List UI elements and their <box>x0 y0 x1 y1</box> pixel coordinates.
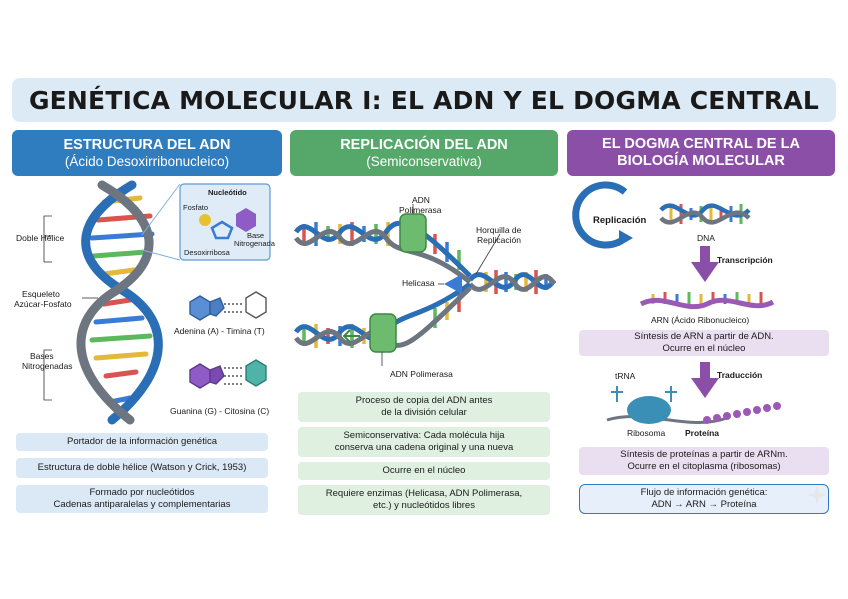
info-box-genetic-carrier: Portador de la información genética <box>16 433 268 451</box>
label-dna: DNA <box>697 233 715 243</box>
info-box-line-2: ADN → ARN → Proteína <box>651 499 757 510</box>
label-adn-polimerasa-bottom: ADN Polimerasa <box>390 369 453 379</box>
info-box-line-1: Proceso de copia del ADN antes <box>355 395 493 407</box>
label-doble-helice: Doble Hélice <box>16 233 65 243</box>
phosphate-icon <box>199 214 211 226</box>
info-box-line-1: Síntesis de ARN a partir de ADN. <box>634 331 774 343</box>
info-box-information-flow: Flujo de información genética: ADN → ARN… <box>579 484 829 514</box>
label-ribosoma: Ribosoma <box>627 428 666 438</box>
label-horquilla-line-1: Horquilla de <box>476 225 522 235</box>
base-icon <box>236 208 256 232</box>
info-box-line-1: Ocurre en el núcleo <box>382 465 466 477</box>
label-replicacion: Replicación <box>593 215 647 226</box>
parent-dna-strand <box>468 270 557 294</box>
ribosome-icon <box>627 396 671 424</box>
info-box-line-1: Estructura de doble hélice (Watson y Cri… <box>37 462 247 474</box>
backbone-strand-gray <box>76 180 154 425</box>
replication-loop-arrow-icon <box>572 181 628 249</box>
label-esqueleto-line-2: Azúcar-Fosfato <box>14 299 72 309</box>
adenine-thymine-molecule <box>189 291 267 321</box>
label-arn: ARN (Ácido Ribonucleico) <box>651 315 750 325</box>
info-box-nucleotides: Formado por nucleótidos Cadenas antipara… <box>16 485 268 513</box>
label-bases-line-2: Nitrogenadas <box>22 361 73 371</box>
column-header-dna-structure: ESTRUCTURA DEL ADN (Ácido Desoxirribonuc… <box>12 130 282 176</box>
header-line-2: (Ácido Desoxirribonucleico) <box>64 153 230 169</box>
translation-arrow-icon <box>691 378 719 398</box>
header-line-1: ESTRUCTURA DEL ADN <box>63 136 231 153</box>
label-base-line-2: Nitrogenada <box>234 239 275 248</box>
info-box-line-2: conserva una cadena original y una nueva <box>334 442 514 453</box>
column-header-central-dogma: EL DOGMA CENTRAL DE LA BIOLOGÍA MOLECULA… <box>567 130 835 176</box>
column-central-dogma: EL DOGMA CENTRAL DE LA BIOLOGÍA MOLECULA… <box>567 130 835 514</box>
info-box-line-2: Ocurre en el citoplasma (ribosomas) <box>627 461 781 472</box>
label-nucleotido: Nucleótido <box>208 188 247 197</box>
info-box-line-2: de la división celular <box>381 407 467 418</box>
label-transcripcion: Transcripción <box>717 255 773 265</box>
info-box-line-2: Ocurre en el núcleo <box>662 343 746 354</box>
guanine-cytosine-molecule <box>189 359 267 389</box>
trna-icon <box>611 386 677 402</box>
label-proteina: Proteína <box>685 428 720 438</box>
column-dna-replication: REPLICACIÓN DEL ADN (Semiconservativa) <box>290 130 558 515</box>
info-box-line-1: Formado por nucleótidos <box>89 487 195 499</box>
info-box-line-1: Semiconservativa: Cada molécula hija <box>343 430 505 442</box>
info-box-line-1: Portador de la información genética <box>67 436 217 448</box>
dna-polymerase-bottom <box>369 313 397 353</box>
replication-fork-illustration <box>293 204 557 366</box>
info-box-line-1: Flujo de información genética: <box>640 487 768 499</box>
label-helicasa: Helicasa <box>402 278 435 288</box>
header-line-1: REPLICACIÓN DEL ADN <box>340 136 508 153</box>
info-box-semiconservative: Semiconservativa: Cada molécula hija con… <box>298 427 550 457</box>
dna-polymerase-top <box>399 213 427 253</box>
sugar-icon <box>210 220 234 240</box>
nucleotide-zoom-box <box>179 183 271 261</box>
label-trna: tRNA <box>615 371 636 381</box>
label-adenina-timina: Adenina (A) - Timina (T) <box>174 326 265 336</box>
label-adn-polimerasa-top-line-1: ADN <box>412 195 430 205</box>
info-box-double-helix: Estructura de doble hélice (Watson y Cri… <box>16 458 268 478</box>
info-box-transcription: Síntesis de ARN a partir de ADN. Ocurre … <box>579 330 829 356</box>
info-box-line-1: Requiere enzimas (Helicasa, ADN Polimera… <box>325 488 523 500</box>
header-line-2: BIOLOGÍA MOLECULAR <box>617 153 785 169</box>
info-box-enzymes: Requiere enzimas (Helicasa, ADN Polimera… <box>298 485 550 515</box>
label-desoxirribosa: Desoxirribosa <box>184 248 230 257</box>
protein-chain <box>703 402 781 424</box>
header-line-1: EL DOGMA CENTRAL DE LA <box>602 136 800 153</box>
header-line-2: (Semiconservativa) <box>366 153 482 169</box>
info-box-line-2: Cadenas antiparalelas y complementarias <box>53 499 231 510</box>
info-box-line-2: etc.) y nucleótidos libres <box>373 500 475 511</box>
label-esqueleto-line-1: Esqueleto <box>22 289 60 299</box>
direction-arrow-icon <box>342 329 360 343</box>
info-box-nucleus: Ocurre en el núcleo <box>298 462 550 480</box>
rna-strand <box>639 292 775 310</box>
dna-helix-small <box>659 203 751 225</box>
info-box-line-1: Síntesis de proteínas a partir de ARNm. <box>620 449 788 461</box>
dna-double-helix-illustration <box>43 180 271 425</box>
upper-daughter-strand <box>293 213 472 284</box>
label-fosfato: Fosfato <box>183 203 209 212</box>
central-dogma-illustration <box>572 181 781 425</box>
label-adn-polimerasa-top-line-2: Polimerasa <box>399 205 442 215</box>
label-guanina-citosina: Guanina (G) - Citosina (C) <box>170 406 270 416</box>
label-bases-line-1: Bases <box>30 351 54 361</box>
transcription-arrow-icon <box>691 262 719 282</box>
helicase-icon <box>444 274 462 294</box>
column-header-dna-replication: REPLICACIÓN DEL ADN (Semiconservativa) <box>290 130 558 176</box>
mrna-strand <box>606 415 728 425</box>
label-horquilla-line-2: Replicación <box>477 235 521 245</box>
label-traduccion: Traducción <box>717 370 763 380</box>
info-box-copy-process: Proceso de copia del ADN antes de la div… <box>298 392 550 422</box>
column-dna-structure: ESTRUCTURA DEL ADN (Ácido Desoxirribonuc… <box>12 130 282 513</box>
info-box-translation: Síntesis de proteínas a partir de ARNm. … <box>579 447 829 475</box>
sparkle-icon <box>807 485 827 505</box>
page-title: GENÉTICA MOLECULAR I: EL ADN Y EL DOGMA … <box>12 78 836 122</box>
label-base-line-1: Base <box>247 231 265 240</box>
lower-daughter-strand <box>293 281 472 353</box>
